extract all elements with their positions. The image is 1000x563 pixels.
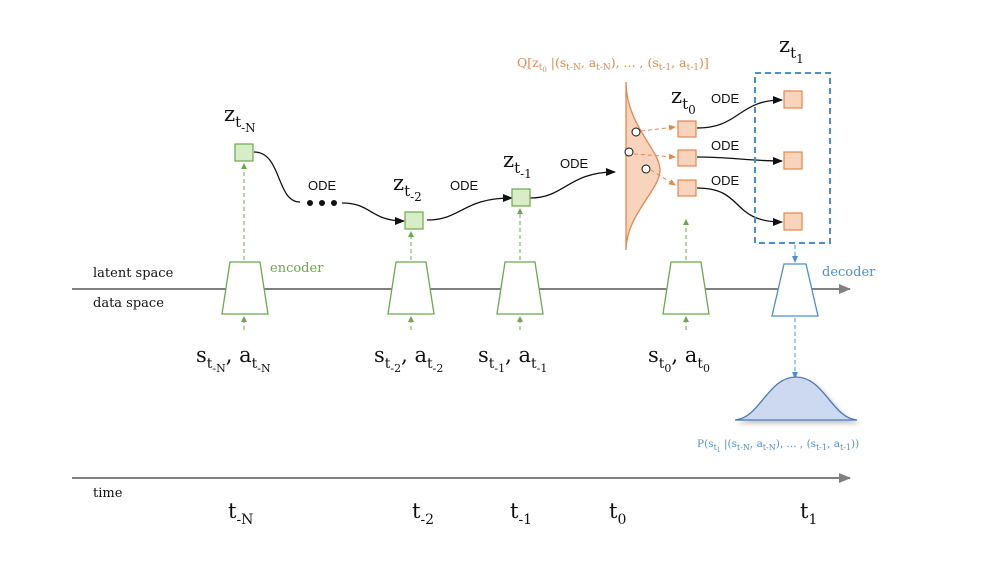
latent-state-t1m [511,188,531,207]
p-distribution-shape [734,376,858,421]
ode-trajectory-4 [529,168,616,199]
ode-label-5: ODE [711,138,740,153]
ode-label-4: ODE [711,91,740,106]
sample-state-3 [677,179,697,197]
pred-state-2 [783,151,803,170]
encoder-label: encoder [270,261,324,276]
ode-sample-2 [696,156,783,165]
latent-space-label: latent space [93,266,174,281]
q-samples [624,127,651,174]
input-tN: st-N, at-N [196,343,271,375]
ode-trajectory-1 [253,151,301,203]
z-t1-label: zt1 [779,33,804,66]
time-t2: t-2 [412,499,434,528]
encoder-tN [221,261,269,315]
z-t1m-label: zt-1 [503,148,532,181]
sample-state-2 [677,149,697,167]
pred-state-1 [783,90,803,109]
ode-label-3: ODE [560,156,589,171]
sample-state-1 [677,120,697,138]
ode-label-1: ODE [308,178,337,193]
orange-dashed-links [633,124,676,186]
time-label: time [93,486,123,501]
time-t1m: t-1 [510,499,532,528]
ode-sample-3 [696,187,783,226]
latent-state-t2 [404,211,424,230]
time-t0: t0 [609,499,626,528]
prediction-box [754,72,831,244]
green-dashed-links [241,163,689,330]
ode-trajectory-3 [426,194,513,221]
q-formula: Q[zt0 |(st-N, at-N), ... , (st-1, at-1)] [517,55,709,74]
z-tN-label: zt-N [224,102,256,135]
time-tN: t-N [228,499,253,528]
time-t1: t1 [800,499,817,528]
p-formula: P(st1 |(st-N, at-N), ... , (st-1, at-1)) [697,438,859,454]
ode-label-2: ODE [450,178,479,193]
decoder-label: decoder [822,265,876,280]
encoder-t0 [662,261,710,315]
input-t0: st0, at0 [648,343,710,375]
encoder-t2 [387,261,435,315]
ellipsis-dots [307,200,337,206]
pred-state-3 [783,212,803,231]
ode-trajectory-2 [341,202,405,225]
latent-state-tN [234,143,254,162]
z-t0-label: zt0 [671,84,696,117]
ode-label-6: ODE [711,173,740,188]
ode-sample-1 [696,96,783,129]
z-t2-label: zt-2 [393,171,422,204]
data-space-label: data space [93,296,164,311]
input-t2: st-2, at-2 [374,343,443,375]
decoder-t1 [771,263,819,317]
encoder-t1m [496,261,544,315]
input-t1m: st-1, at-1 [478,343,547,375]
